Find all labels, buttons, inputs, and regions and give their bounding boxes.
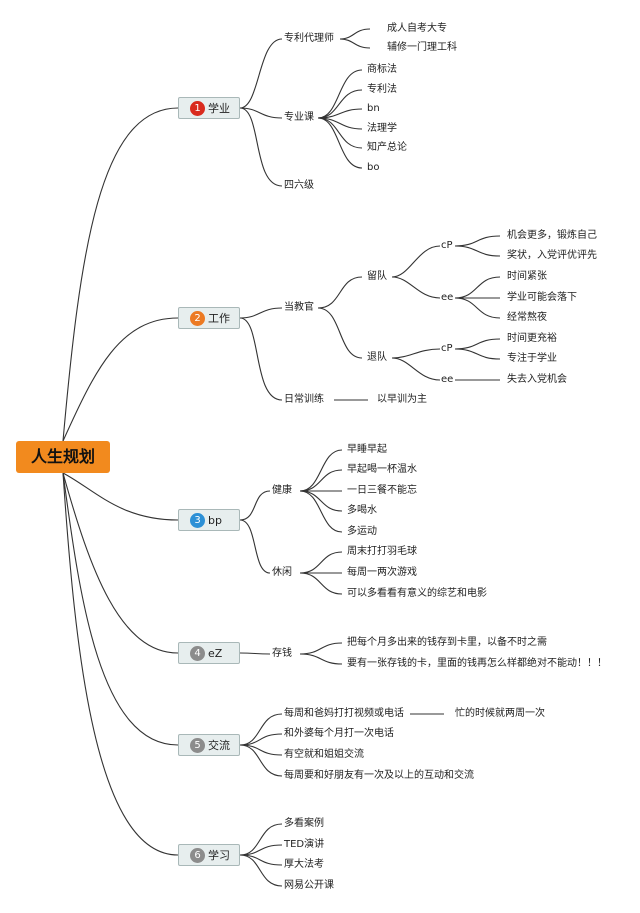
number-badge: 6 [190,848,205,863]
leaf-item[interactable]: 多喝水 [347,505,377,516]
topic-saving[interactable]: 存钱 [272,648,292,659]
leaf-item[interactable]: 厚大法考 [284,859,324,870]
leaf-item[interactable]: 要有一张存钱的卡，里面的钱再怎么样都绝对不能动！！！ [347,658,607,669]
topic-stay[interactable]: 留队 [367,271,387,282]
leaf-item[interactable]: 失去入党机会 [507,374,567,385]
topic-daily-training[interactable]: 日常训练 [284,394,324,405]
leaf-item[interactable]: 多运动 [347,526,377,537]
leaf-item[interactable]: 周末打打羽毛球 [347,546,417,557]
category-communication[interactable]: 5 交流 [178,734,240,756]
leaf-item[interactable]: 每周要和好朋友有一次及以上的互动和交流 [284,770,474,781]
topic-cet[interactable]: 四六级 [284,180,314,191]
leaf-item[interactable]: 成人自考大专 [387,23,447,34]
category-label: eZ [208,647,223,660]
topic-cons[interactable]: ee [441,374,454,385]
topic-major-courses[interactable]: 专业课 [284,112,314,123]
leaf-item[interactable]: 专注于学业 [507,353,557,364]
category-work[interactable]: 2 工作 [178,307,240,329]
category-life[interactable]: 3 bp [178,509,240,531]
category-finance[interactable]: 4 eZ [178,642,240,664]
leaf-item[interactable]: 机会更多，锻炼自己 [507,230,597,241]
leaf-item[interactable]: 早起喝一杯温水 [347,464,417,475]
category-label: 工作 [208,312,230,325]
leaf-item[interactable]: 专利法 [367,84,397,95]
leaf-item[interactable]: 学业可能会落下 [507,292,577,303]
topic-health[interactable]: 健康 [272,485,292,496]
topic-leisure[interactable]: 休闲 [272,567,292,578]
topic-instructor[interactable]: 当教官 [284,302,314,313]
category-learning[interactable]: 6 学习 [178,844,240,866]
leaf-item[interactable]: 多看案例 [284,818,324,829]
leaf-item[interactable]: 时间更充裕 [507,333,557,344]
leaf-item[interactable]: 辅修一门理工科 [387,42,457,53]
leaf-item[interactable]: 每周一两次游戏 [347,567,417,578]
leaf-item[interactable]: 和外婆每个月打一次电话 [284,728,394,739]
leaf-item[interactable]: 把每个月多出来的钱存到卡里，以备不时之需 [347,637,547,648]
root-node[interactable]: 人生规划 [16,441,110,473]
leaf-item[interactable]: 知产总论 [367,142,407,153]
leaf-item[interactable]: 以早训为主 [377,394,427,405]
number-badge: 4 [190,646,205,661]
topic-pros[interactable]: cP [441,343,453,354]
leaf-item[interactable]: 奖状，入党评优评先 [507,250,597,261]
leaf-item[interactable]: TED演讲 [284,839,325,850]
leaf-item[interactable]: 可以多看看有意义的综艺和电影 [347,588,487,599]
category-label: 交流 [208,739,230,752]
leaf-item[interactable]: 经常熬夜 [507,312,547,323]
leaf-item[interactable]: 早睡早起 [347,444,387,455]
category-label: 学业 [208,102,230,115]
number-badge: 2 [190,311,205,326]
leaf-item[interactable]: 有空就和姐姐交流 [284,749,364,760]
leaf-item[interactable]: 每周和爸妈打打视频或电话 [284,708,404,719]
topic-patent-agent[interactable]: 专利代理师 [284,33,334,44]
number-badge: 5 [190,738,205,753]
leaf-item[interactable]: 网易公开课 [284,880,334,891]
category-label: bp [208,514,222,527]
number-badge: 3 [190,513,205,528]
leaf-item[interactable]: 一日三餐不能忘 [347,485,417,496]
topic-cons[interactable]: ee [441,292,454,303]
leaf-item[interactable]: 时间紧张 [507,271,547,282]
leaf-item[interactable]: 法理学 [367,123,397,134]
topic-leave[interactable]: 退队 [367,352,387,363]
leaf-item[interactable]: bo [367,162,380,173]
leaf-item[interactable]: bn [367,103,380,114]
category-label: 学习 [208,849,230,862]
leaf-item[interactable]: 商标法 [367,64,397,75]
leaf-item[interactable]: 忙的时候就两周一次 [455,708,545,719]
category-study[interactable]: 1 学业 [178,97,240,119]
number-badge: 1 [190,101,205,116]
topic-pros[interactable]: cP [441,240,453,251]
